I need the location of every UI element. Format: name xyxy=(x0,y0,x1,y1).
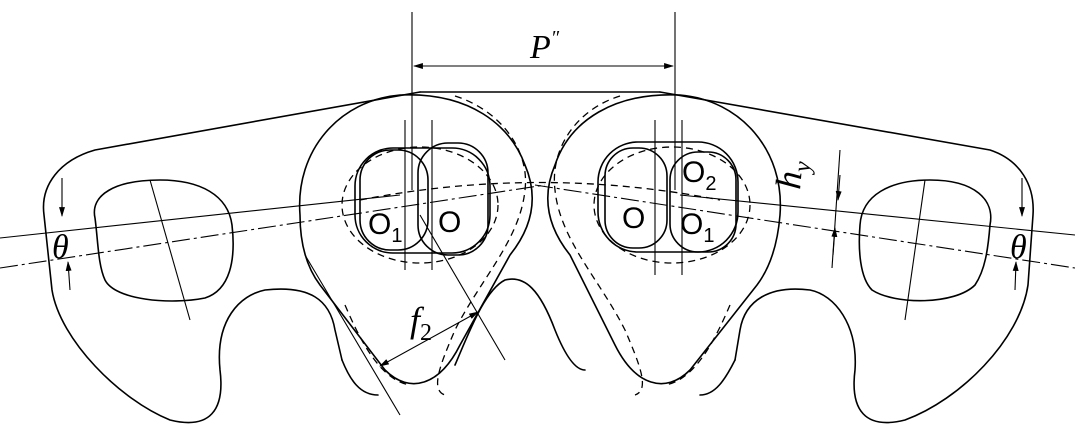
pin-hole-left xyxy=(354,147,491,254)
f2-dimension-line xyxy=(379,311,479,367)
pin-right-o1 xyxy=(669,151,737,253)
wing-hole-right xyxy=(858,179,992,302)
point-o1-left-label: O1 xyxy=(368,208,402,247)
f2-extension-a xyxy=(304,254,401,416)
point-o1-right-label: O1 xyxy=(680,208,714,247)
point-o-left-label: O xyxy=(438,206,461,239)
point-o2-right-label: O2 xyxy=(682,156,716,195)
inner-plate-right xyxy=(547,94,782,385)
f2-extension-b xyxy=(419,214,506,361)
centerline-right-wing-h xyxy=(679,194,1075,236)
f2-label: f2 xyxy=(410,300,432,346)
inner-plate-left xyxy=(298,94,533,385)
pin-right-o xyxy=(604,147,668,249)
hidden-plate-left xyxy=(436,95,527,396)
right-wing-outline xyxy=(659,91,1034,424)
chain-pitch-line-left xyxy=(0,184,546,269)
theta-right-label: θ xyxy=(1010,229,1027,266)
hy-arrow-top xyxy=(835,174,842,201)
theta-right-arrow-bottom xyxy=(1012,261,1019,291)
chain-pitch-line-right xyxy=(534,184,1075,269)
wing-hole-left xyxy=(93,179,234,302)
centerline-right-wing xyxy=(904,179,926,321)
pitch-label: P″ xyxy=(529,27,560,66)
theta-left-label: θ xyxy=(52,229,69,266)
hy-arrow-bottom xyxy=(831,227,838,256)
point-o-right-label: O xyxy=(622,202,645,235)
hidden-lower-left xyxy=(344,304,411,386)
centerline-left-wing xyxy=(149,179,191,321)
tooth-profile-left-gap xyxy=(341,359,379,396)
pitch-arc xyxy=(359,181,721,201)
centerline-left-wing-h xyxy=(0,194,401,239)
tooth-profile-middle xyxy=(454,278,586,371)
theta-left-arrow-bottom xyxy=(65,261,72,291)
pin-left-o xyxy=(417,142,489,256)
pin-hole-dashed-left xyxy=(341,146,499,264)
pin-hole-right xyxy=(597,141,739,253)
left-wing-outline xyxy=(42,91,421,424)
tooth-profile-right-gap xyxy=(699,359,736,396)
pin-hole-dashed-right xyxy=(593,146,751,264)
hidden-plate-right xyxy=(553,95,644,396)
hy-label: hy xyxy=(768,158,816,191)
hidden-lower-right xyxy=(664,304,731,386)
